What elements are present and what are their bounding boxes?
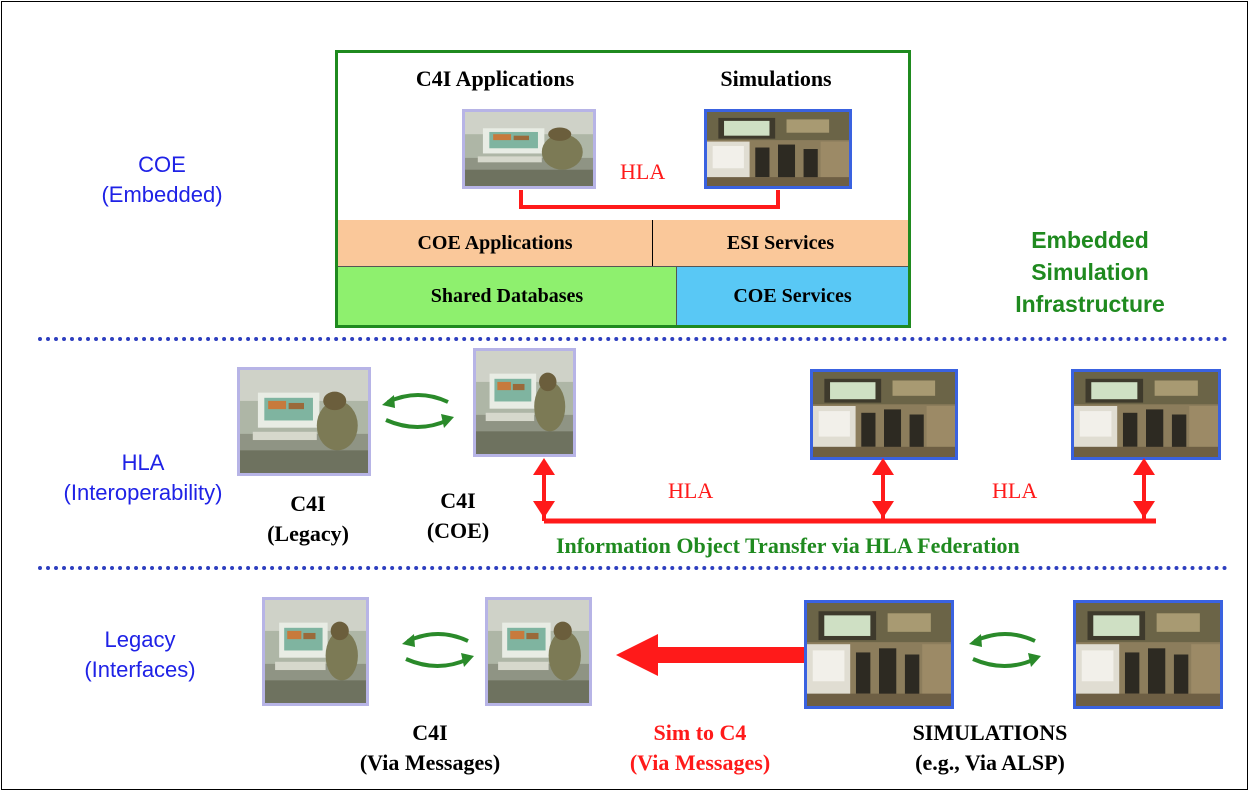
c4i-legacy-caption: C4I (Legacy): [258, 489, 358, 549]
hla-label-left: HLA: [668, 478, 714, 503]
sim-to-c4-caption: Sim to C4 (Via Messages): [590, 718, 810, 778]
sim-to-c4-line2: (Via Messages): [629, 750, 771, 775]
c4i-coe-image: [473, 348, 576, 457]
exchange-arrows-hla: [382, 393, 454, 429]
simulation-image: [704, 109, 852, 189]
simulations-alsp-caption: SIMULATIONS (e.g., Via ALSP): [870, 718, 1110, 778]
simulation-image-hla-1: [810, 369, 958, 460]
sim-to-c4-line1: Sim to C4: [653, 720, 747, 745]
divider-bottom: [38, 566, 1228, 570]
simulations-alsp-line2: (e.g., Via ALSP): [915, 750, 1065, 775]
exchange-arrows-legacy-c4i: [402, 632, 474, 668]
c4i-coe-caption: C4I (COE): [408, 486, 508, 546]
coe-applications-band: COE Applications: [338, 220, 652, 266]
level-coe-title: COE: [138, 152, 186, 177]
level-label-hla: HLA (Interoperability): [18, 448, 268, 508]
level-legacy-sub: (Interfaces): [84, 657, 196, 682]
hla-label-right: HLA: [992, 478, 1038, 503]
simulations-alsp-line1: SIMULATIONS: [912, 720, 1068, 745]
coe-hla-link: [519, 190, 780, 209]
information-object-transfer-label: Information Object Transfer via HLA Fede…: [556, 533, 1020, 558]
simulation-image-legacy-1: [804, 600, 954, 709]
c4i-legacy-line2: (Legacy): [267, 521, 349, 546]
level-hla-title: HLA: [121, 450, 165, 475]
level-legacy-title: Legacy: [104, 627, 176, 652]
coe-services-band: COE Services: [676, 266, 908, 325]
level-hla-sub: (Interoperability): [63, 480, 223, 505]
esi-line3: Infrastructure: [1015, 291, 1165, 317]
c4i-via-messages-line1: C4I: [412, 720, 448, 745]
exchange-arrows-legacy-sim: [969, 632, 1041, 668]
shared-databases-band: Shared Databases: [338, 266, 676, 325]
c4i-legacy-image: [237, 367, 371, 476]
level-label-legacy: Legacy (Interfaces): [40, 625, 240, 685]
divider-top: [38, 337, 1228, 341]
level-label-coe: COE (Embedded): [62, 150, 262, 210]
c4i-coe-line2: (COE): [426, 518, 490, 543]
esi-line2: Simulation: [1031, 259, 1149, 285]
c4i-applications-label: C4I Applications: [415, 66, 575, 91]
esi-services-band: ESI Services: [652, 220, 908, 266]
c4i-via-messages-line2: (Via Messages): [359, 750, 501, 775]
coe-embedded-box: [335, 50, 911, 328]
c4i-application-image: [462, 109, 596, 189]
level-coe-sub: (Embedded): [101, 182, 223, 207]
simulations-label: Simulations: [720, 66, 832, 91]
c4i-via-messages-caption: C4I (Via Messages): [330, 718, 530, 778]
c4i-messages-image-2: [485, 597, 592, 706]
coe-hla-label: HLA: [620, 159, 666, 184]
c4i-coe-line1: C4I: [440, 488, 476, 513]
c4i-messages-image-1: [262, 597, 369, 706]
hla-federation-bus: [533, 458, 1156, 524]
simulation-image-hla-2: [1071, 369, 1221, 460]
sim-to-c4-arrow: [616, 634, 806, 676]
esi-infrastructure-label: Embedded Simulation Infrastructure: [960, 224, 1220, 320]
esi-line1: Embedded: [1031, 227, 1149, 253]
simulation-image-legacy-2: [1073, 600, 1223, 709]
c4i-legacy-line1: C4I: [290, 491, 326, 516]
